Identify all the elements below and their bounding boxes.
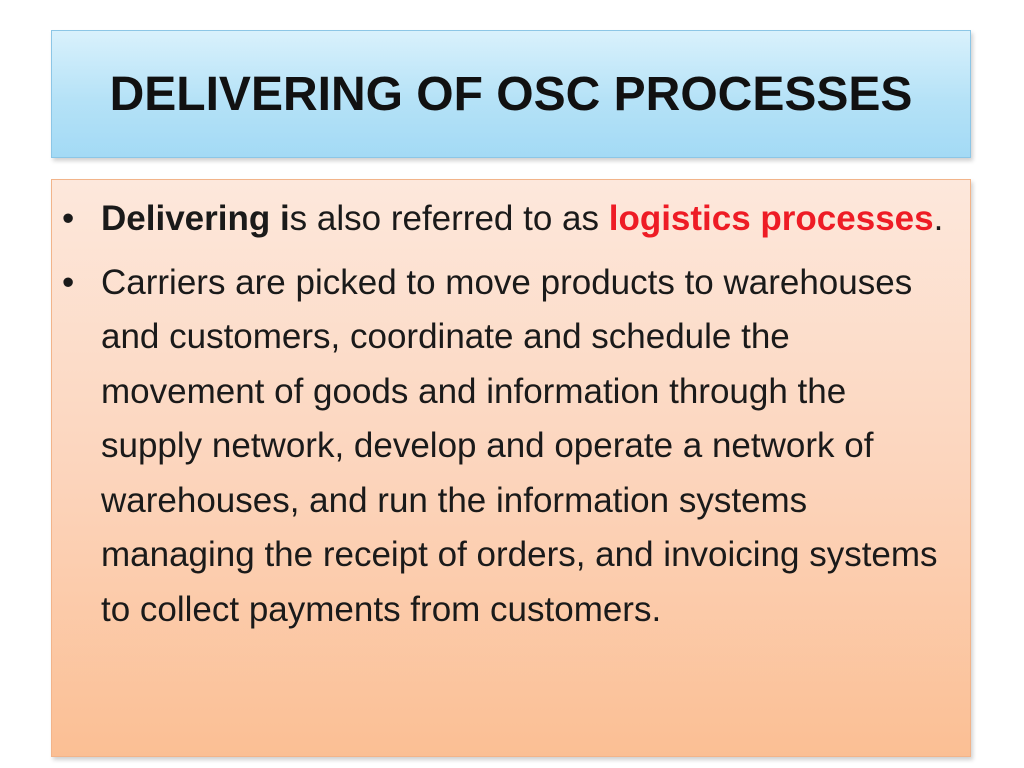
slide-title: DELIVERING OF OSC PROCESSES: [109, 67, 913, 121]
title-box: DELIVERING OF OSC PROCESSES: [51, 30, 971, 158]
bullet-icon: •: [62, 262, 75, 302]
content-box: • Delivering is also referred to as logis…: [51, 179, 971, 757]
bullet-item-carriers: • Carriers are picked to move products to…: [60, 256, 955, 638]
bullet-text: s also referred to as: [289, 199, 609, 238]
bullet-list: • Delivering is also referred to as logis…: [60, 192, 955, 646]
bullet-text-end: .: [933, 199, 944, 238]
bullet-item-delivering: • Delivering is also referred to as logis…: [60, 192, 955, 247]
term-delivering: Delivering i: [101, 199, 290, 238]
highlight-logistics-processes: logistics processes: [608, 199, 934, 238]
bullet-text: Carriers are picked to move products to …: [101, 262, 938, 629]
bullet-icon: •: [62, 199, 75, 238]
